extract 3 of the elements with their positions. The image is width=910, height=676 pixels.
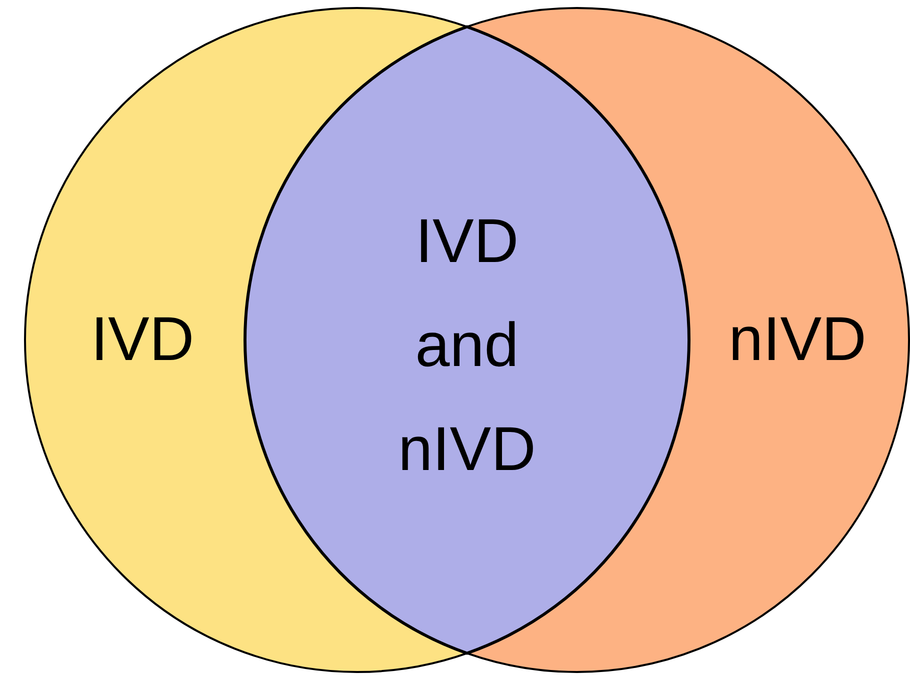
region-label: IVD [90,304,196,376]
region-label: nIVD [728,304,868,376]
region-label: IVD and nIVD [397,206,537,486]
